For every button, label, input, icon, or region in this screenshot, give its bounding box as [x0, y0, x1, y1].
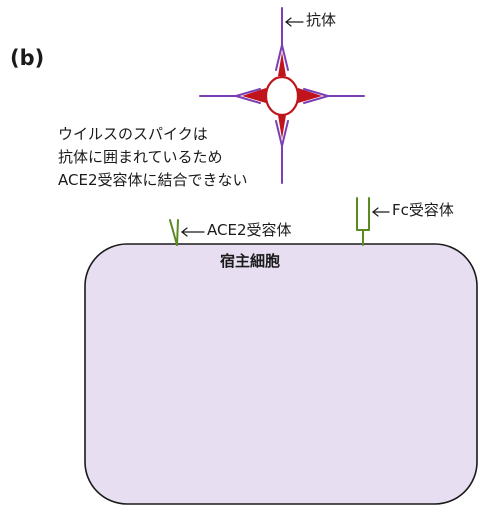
- panel-label: (b): [10, 46, 45, 70]
- host-cell: [84, 243, 478, 505]
- spike-bottom: [278, 115, 286, 139]
- caption-line-2: 抗体に囲まれているため: [58, 148, 223, 166]
- spike-right: [298, 88, 322, 103]
- antibody-top: [275, 7, 289, 71]
- caption-line-3: ACE2受容体に結合できない: [58, 171, 248, 189]
- spike-left: [242, 88, 266, 103]
- ace2-receptor-label: ACE2受容体: [207, 221, 292, 239]
- arrow-ace2: [181, 227, 205, 237]
- caption: ウイルスのスパイクは 抗体に囲まれているため ACE2受容体に結合できない: [58, 123, 248, 192]
- antibody-left: [199, 88, 261, 104]
- spike-top: [278, 52, 286, 76]
- antibody-bottom: [275, 120, 289, 184]
- ace2-receptor: [169, 219, 179, 246]
- arrow-fc: [372, 207, 390, 217]
- antibody-right: [303, 88, 365, 104]
- label-arrows: [181, 17, 390, 237]
- virus-particle: [264, 75, 300, 117]
- virus-spikes: [242, 52, 322, 139]
- fc-receptor: [356, 197, 370, 246]
- antibody-label: 抗体: [306, 11, 337, 29]
- arrow-antibody: [285, 17, 304, 27]
- fc-receptor-label: Fc受容体: [392, 201, 454, 219]
- caption-line-1: ウイルスのスパイクは: [58, 125, 208, 143]
- host-cell-label: 宿主細胞: [219, 252, 280, 270]
- antibodies: [199, 7, 365, 184]
